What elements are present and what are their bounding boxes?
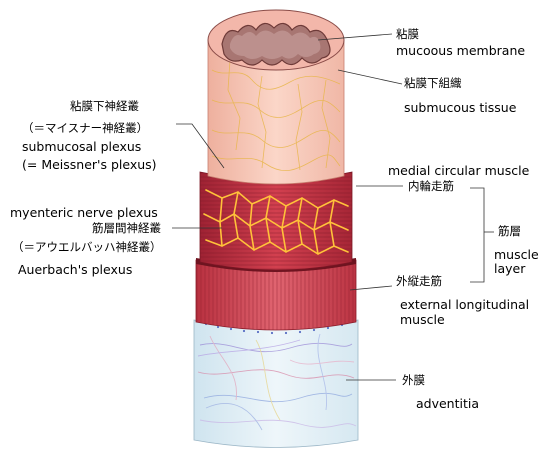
- myenteric-plexus-label-jp: 筋層間神経叢: [92, 221, 161, 235]
- mucosa-label-en: mucoous membrane: [396, 43, 526, 58]
- submucosal-plexus-alt-en: (= Meissner's plexus): [22, 157, 157, 172]
- submucosal-plexus-label-en: submucosal plexus: [22, 139, 142, 154]
- circular-muscle-layer: [199, 171, 353, 271]
- muscle-layer-label-jp: 筋層: [498, 224, 521, 238]
- leader-lines: [172, 33, 494, 381]
- adventitia-label-en: adventitia: [416, 396, 480, 411]
- submucosal-plexus-alt-jp: （＝マイスナー神経叢）: [22, 121, 149, 135]
- longitudinal-muscle-label-jp: 外縦走筋: [396, 274, 442, 288]
- submucosa-label-jp: 粘膜下組織: [404, 76, 462, 90]
- muscle-layer-label-en-2: layer: [494, 261, 526, 276]
- longitudinal-muscle-layer: [195, 259, 357, 331]
- myenteric-plexus-alt-en: Auerbach's plexus: [18, 262, 133, 277]
- submucosa-layer: [207, 39, 345, 185]
- adventitia-layer: [193, 319, 359, 448]
- mucosa-top-face: [207, 9, 345, 71]
- submucosa-label-en: submucous tissue: [404, 100, 517, 115]
- longitudinal-muscle-label-en-2: muscle: [400, 312, 445, 327]
- adventitia-label-jp: 外膜: [402, 373, 425, 387]
- mucosa-label-jp: 粘膜: [396, 27, 419, 41]
- circular-muscle-label-en: medial circular muscle: [388, 163, 530, 178]
- circular-muscle-label-jp: 内輪走筋: [408, 179, 454, 193]
- muscle-layer-label-en-1: muscle: [494, 247, 539, 262]
- longitudinal-muscle-label-en-1: external longitudinal: [400, 297, 530, 312]
- submucosal-plexus-label-jp: 粘膜下神経叢: [70, 99, 139, 113]
- myenteric-plexus-label-en: myenteric nerve plexus: [10, 205, 158, 220]
- myenteric-plexus-alt-jp: （＝アウエルバッハ神経叢）: [12, 240, 162, 254]
